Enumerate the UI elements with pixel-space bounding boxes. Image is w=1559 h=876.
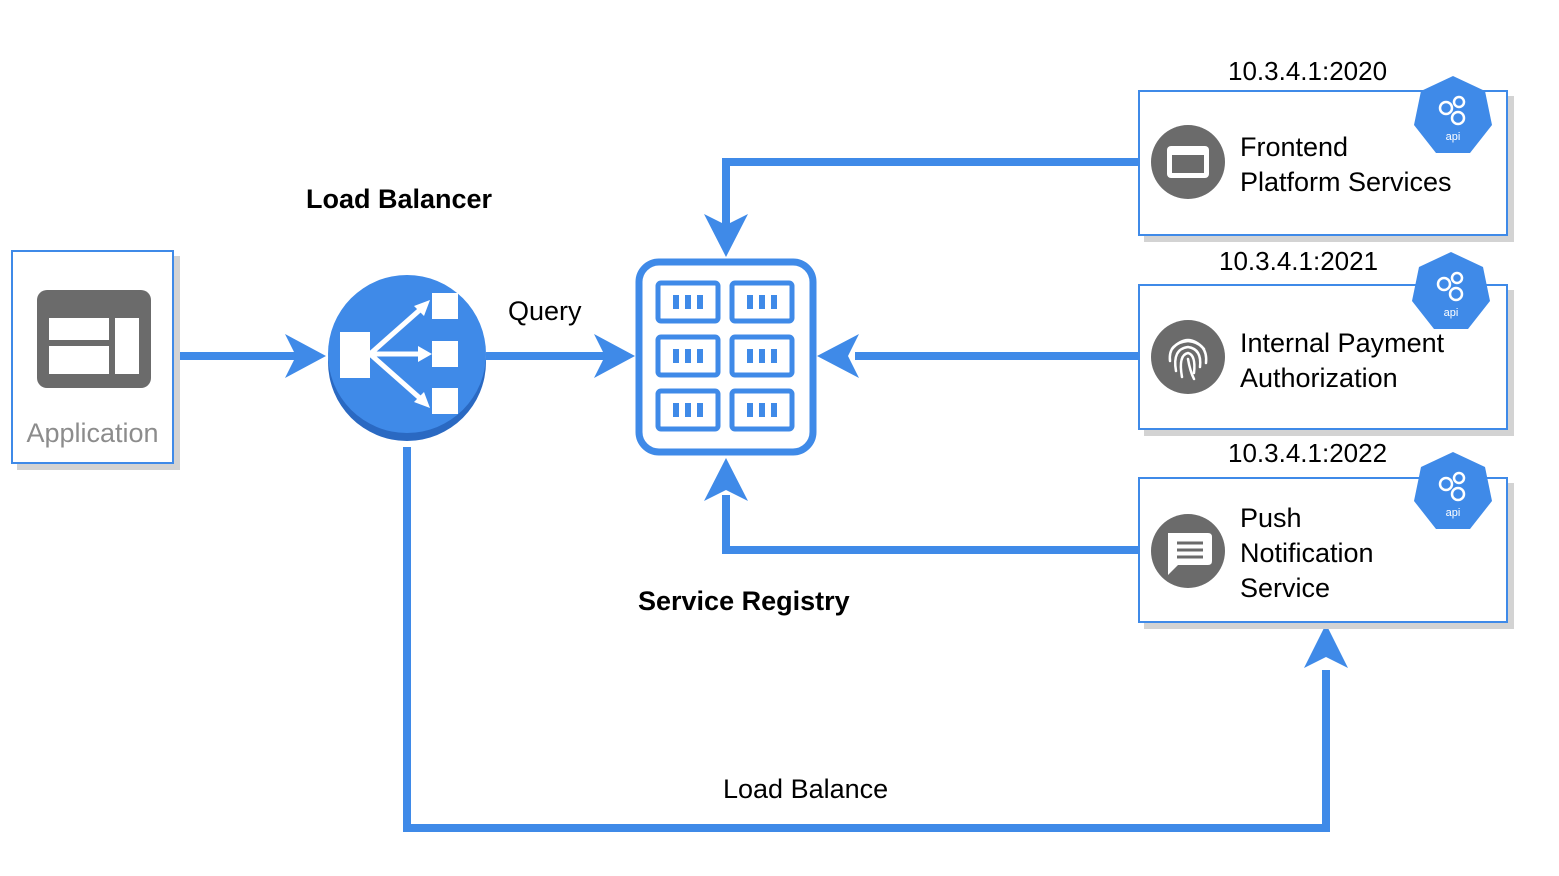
service-name-line: Platform Services — [1240, 167, 1452, 197]
service-address: 10.3.4.1:2020 — [1228, 56, 1388, 86]
badge-text: api — [1446, 131, 1461, 143]
load-balancer-title: Load Balancer — [306, 184, 493, 214]
load-balance-label: Load Balance — [723, 774, 889, 804]
service-address: 10.3.4.1:2021 — [1219, 246, 1379, 276]
push-to-registry-line — [722, 495, 1140, 554]
service-name-line: Authorization — [1240, 363, 1398, 393]
service-name-line: Frontend — [1240, 132, 1349, 162]
service-name-line: Service — [1240, 573, 1331, 603]
message-icon — [1151, 514, 1225, 588]
service-name-line: Push — [1240, 503, 1302, 533]
kubernetes-api-icon: api — [1414, 76, 1492, 153]
arrow-to-lb — [285, 334, 326, 378]
arrow-push-registry — [704, 458, 748, 501]
arrow-frontend-registry — [704, 214, 748, 257]
badge-text: api — [1444, 307, 1459, 319]
service-name-line: Notification — [1240, 538, 1374, 568]
service-name-line: Internal Payment — [1240, 328, 1445, 358]
application-node[interactable]: Application — [11, 250, 174, 464]
application-label: Application — [26, 418, 159, 448]
fingerprint-icon — [1151, 320, 1225, 394]
badge-text: api — [1446, 507, 1461, 519]
kubernetes-api-icon: api — [1414, 452, 1492, 529]
load-balancer-icon[interactable] — [326, 266, 488, 446]
service-registry-title: Service Registry — [638, 586, 850, 616]
service-registry-icon[interactable] — [635, 258, 817, 456]
frontend-to-registry-line — [722, 158, 1140, 225]
kubernetes-api-icon: api — [1412, 252, 1490, 329]
arrow-to-registry — [594, 334, 635, 378]
service-address: 10.3.4.1:2022 — [1228, 438, 1388, 468]
arrow-payment-registry — [817, 334, 859, 378]
load-balance-line — [403, 447, 1330, 832]
arrow-to-push — [1304, 624, 1348, 668]
application-window-icon — [37, 290, 151, 388]
query-label: Query — [508, 296, 582, 326]
browser-window-icon — [1151, 125, 1225, 199]
